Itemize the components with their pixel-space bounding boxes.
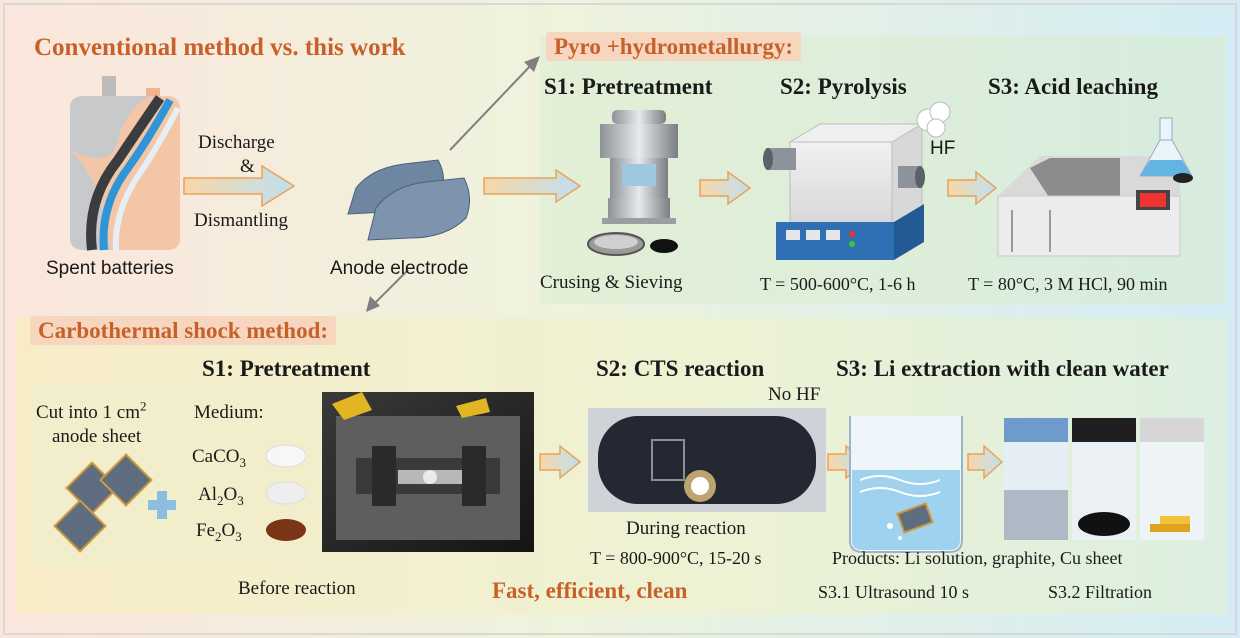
spent-battery-icon [70, 76, 181, 251]
fe2o3-sub2: 3 [235, 528, 242, 544]
cts-heading-text: Carbothermal shock method: [30, 316, 337, 345]
cut-line2: anode sheet [52, 426, 142, 447]
caco3-sub: 3 [239, 454, 247, 470]
cts-s3-title: S3: Li extraction with clean water [836, 356, 1169, 381]
cu-sheet-vial [1140, 418, 1204, 540]
cts-s2-title: S2: CTS reaction [596, 356, 765, 381]
leached-powder-icon [1173, 173, 1193, 183]
fe2o3-sub: 2 [215, 528, 222, 544]
grinder-icon [600, 110, 678, 224]
medium-caco3: CaCO3 [192, 446, 247, 470]
flow-arrow-3 [947, 170, 998, 206]
during-reaction-label: During reaction [626, 518, 746, 539]
li-solution-vial [1004, 418, 1068, 540]
pyro-s1-title: S1: Pretreatment [544, 74, 713, 99]
cts-s2-caption: T = 800-900°C, 15-20 s [590, 548, 762, 568]
flow-arrow-2 [699, 170, 752, 206]
medium-powders-icon [265, 444, 307, 541]
graphite-powder-icon [650, 239, 678, 253]
main-title: Conventional method vs. this work [34, 34, 406, 61]
al2o3-sub: 2 [217, 492, 224, 508]
pyro-heading: Pyro +hydrometallurgy: [546, 32, 802, 61]
pyro-heading-text: Pyro +hydrometallurgy: [546, 32, 802, 61]
medium-label: Medium: [194, 402, 264, 423]
cts-reaction-photo [588, 408, 826, 512]
chamber-photo [322, 392, 534, 552]
cut-label: Cut into 1 cm2 [36, 398, 147, 424]
fe2o3-mid: O [221, 520, 236, 541]
al2o3-mid: O [223, 484, 238, 505]
hf-label: HF [930, 138, 956, 159]
discharge-label: Discharge [198, 132, 275, 153]
products-label: Products: Li solution, graphite, Cu shee… [832, 548, 1123, 568]
al2o3-sub2: 3 [237, 492, 244, 508]
slogan: Fast, efficient, clean [492, 578, 688, 603]
beaker-icon [849, 416, 963, 553]
anode-electrode-icon [347, 159, 470, 241]
flow-arrow-1 [483, 168, 582, 204]
before-reaction-label: Before reaction [238, 578, 356, 599]
discharge-arrow [183, 164, 296, 208]
cts-heading: Carbothermal shock method: [30, 316, 337, 345]
caco3-base: CaCO [192, 446, 240, 467]
ampersand-label: & [240, 156, 255, 177]
pyro-s1-caption: Crusing & Sieving [540, 272, 683, 293]
flask-icon [1139, 117, 1193, 177]
no-hf-label: No HF [768, 384, 821, 405]
tube-furnace-icon [763, 123, 925, 260]
cts-s1-title: S1: Pretreatment [202, 356, 371, 381]
arrow-to-cts [371, 269, 409, 307]
al2o3-base: Al [198, 484, 217, 505]
pyro-s3-title: S3: Acid leaching [988, 74, 1158, 99]
medium-fe2o3: Fe2O3 [196, 520, 242, 544]
fe2o3-base: Fe [196, 520, 215, 541]
pyro-s2-title: S2: Pyrolysis [780, 74, 907, 99]
medium-al2o3: Al2O3 [198, 484, 244, 508]
gas-cloud-icon [916, 101, 951, 138]
arrow-to-pyro [449, 61, 535, 151]
graphite-vial [1072, 418, 1136, 540]
plus-icon [148, 491, 176, 519]
cut-sup: 2 [139, 398, 147, 414]
water-bath-icon [997, 156, 1181, 257]
anode-electrode-label: Anode electrode [330, 258, 469, 279]
pyro-s2-caption: T = 500-600°C, 1-6 h [760, 274, 916, 294]
pyro-s3-caption: T = 80°C, 3 M HCl, 90 min [968, 274, 1168, 294]
cut-line1: Cut into 1 cm [36, 402, 140, 423]
dismantling-label: Dismantling [194, 210, 288, 231]
flow-arrow-6 [967, 444, 1004, 480]
spent-batteries-label: Spent batteries [46, 258, 174, 279]
s32-label: S3.2 Filtration [1048, 582, 1153, 602]
flow-arrow-4 [539, 444, 582, 480]
sieve-icon [587, 232, 645, 256]
anode-sheets-icon [53, 453, 153, 553]
s31-label: S3.1 Ultrasound 10 s [818, 582, 970, 602]
